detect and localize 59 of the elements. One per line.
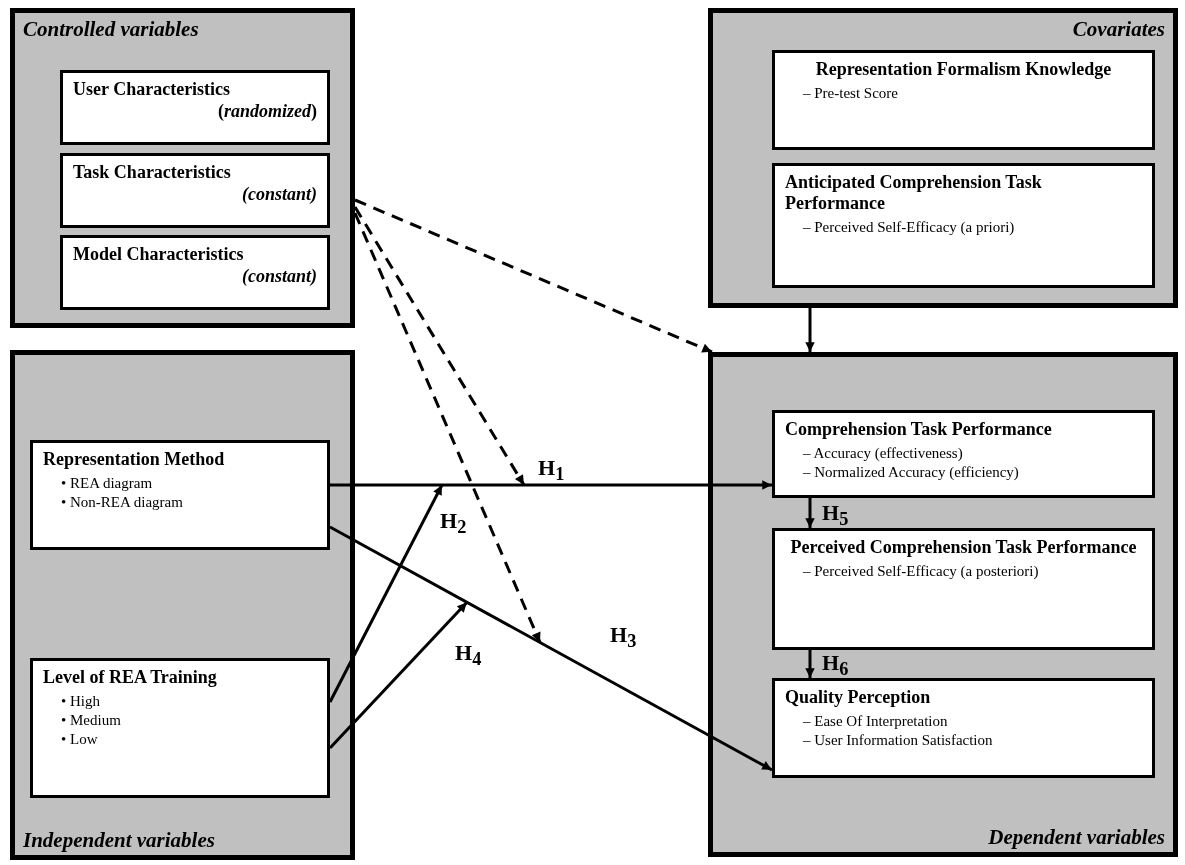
dashed-arrow (353, 212, 542, 644)
variable-box (60, 153, 330, 228)
variable-box (772, 50, 1155, 150)
edge-label: H$_{5}$ (822, 500, 849, 531)
arrow (328, 484, 444, 703)
group-panel (708, 8, 1178, 308)
edge-label: H$_{6}$ (822, 650, 849, 681)
list-item: – Normalized Accuracy (efficiency) (802, 463, 1020, 482)
variable-box (772, 410, 1155, 498)
box-heading: Quality Perception (785, 687, 932, 708)
group-title: Controlled variables (23, 17, 199, 42)
group-panel (10, 8, 355, 328)
variable-box (60, 70, 330, 145)
box-heading: Perceived Comprehension Task Performance (789, 537, 1138, 558)
dashed-arrow (353, 206, 526, 486)
list-item: – Pre-test Score (802, 84, 899, 103)
box-heading: Task Characteristics (73, 162, 232, 183)
dashed-arrow (354, 198, 713, 354)
group-title: Independent variables (23, 828, 215, 853)
group-panel (10, 350, 355, 860)
list-item: • High (60, 692, 101, 711)
list-item: • Low (60, 730, 99, 749)
arrow (805, 308, 815, 352)
group-title: Dependent variables (988, 825, 1165, 850)
list-item: – Ease Of Interpretation (802, 712, 949, 731)
group-title: Covariates (1072, 17, 1165, 42)
variable-box (30, 440, 330, 550)
variable-box (30, 658, 330, 798)
variable-box (772, 163, 1155, 288)
box-heading: Model Characteristics (73, 244, 245, 265)
list-item: – Perceived Self-Efficacy (a priori) (802, 218, 1016, 237)
list-item: • REA diagram (60, 474, 154, 493)
edge-label: H$_{4}$ (455, 640, 482, 671)
arrow (329, 525, 773, 772)
variable-box (60, 235, 330, 310)
list-item: • Medium (60, 711, 122, 730)
box-heading: Level of REA Training (43, 667, 218, 688)
variable-box (772, 678, 1155, 778)
arrow (805, 498, 815, 528)
box-heading: Comprehension Task Performance (785, 419, 1053, 440)
arrow (330, 480, 772, 490)
edge-label: H$_{2}$ (440, 508, 467, 539)
box-note: (randomized) (217, 100, 317, 122)
list-item: • Non-REA diagram (60, 493, 184, 512)
box-heading: Representation Method (43, 449, 226, 470)
box-note: (constant) (241, 183, 317, 205)
box-note: (constant) (241, 265, 317, 287)
edge-label: H$_{3}$ (610, 622, 637, 653)
list-item: – User Information Satisfaction (802, 731, 994, 750)
arrow (805, 650, 815, 678)
list-item: – Accuracy (effectiveness) (802, 444, 964, 463)
list-item: – Perceived Self-Efficacy (a posteriori) (802, 562, 1040, 581)
edge-label: H$_{1}$ (538, 455, 565, 486)
box-heading: Representation Formalism Knowledge (814, 59, 1113, 80)
box-heading: Anticipated Comprehension Task Performance (785, 172, 1043, 214)
group-panel (708, 352, 1178, 857)
variable-box (772, 528, 1155, 650)
arrow (328, 601, 469, 750)
box-heading: User Characteristics (73, 79, 232, 100)
